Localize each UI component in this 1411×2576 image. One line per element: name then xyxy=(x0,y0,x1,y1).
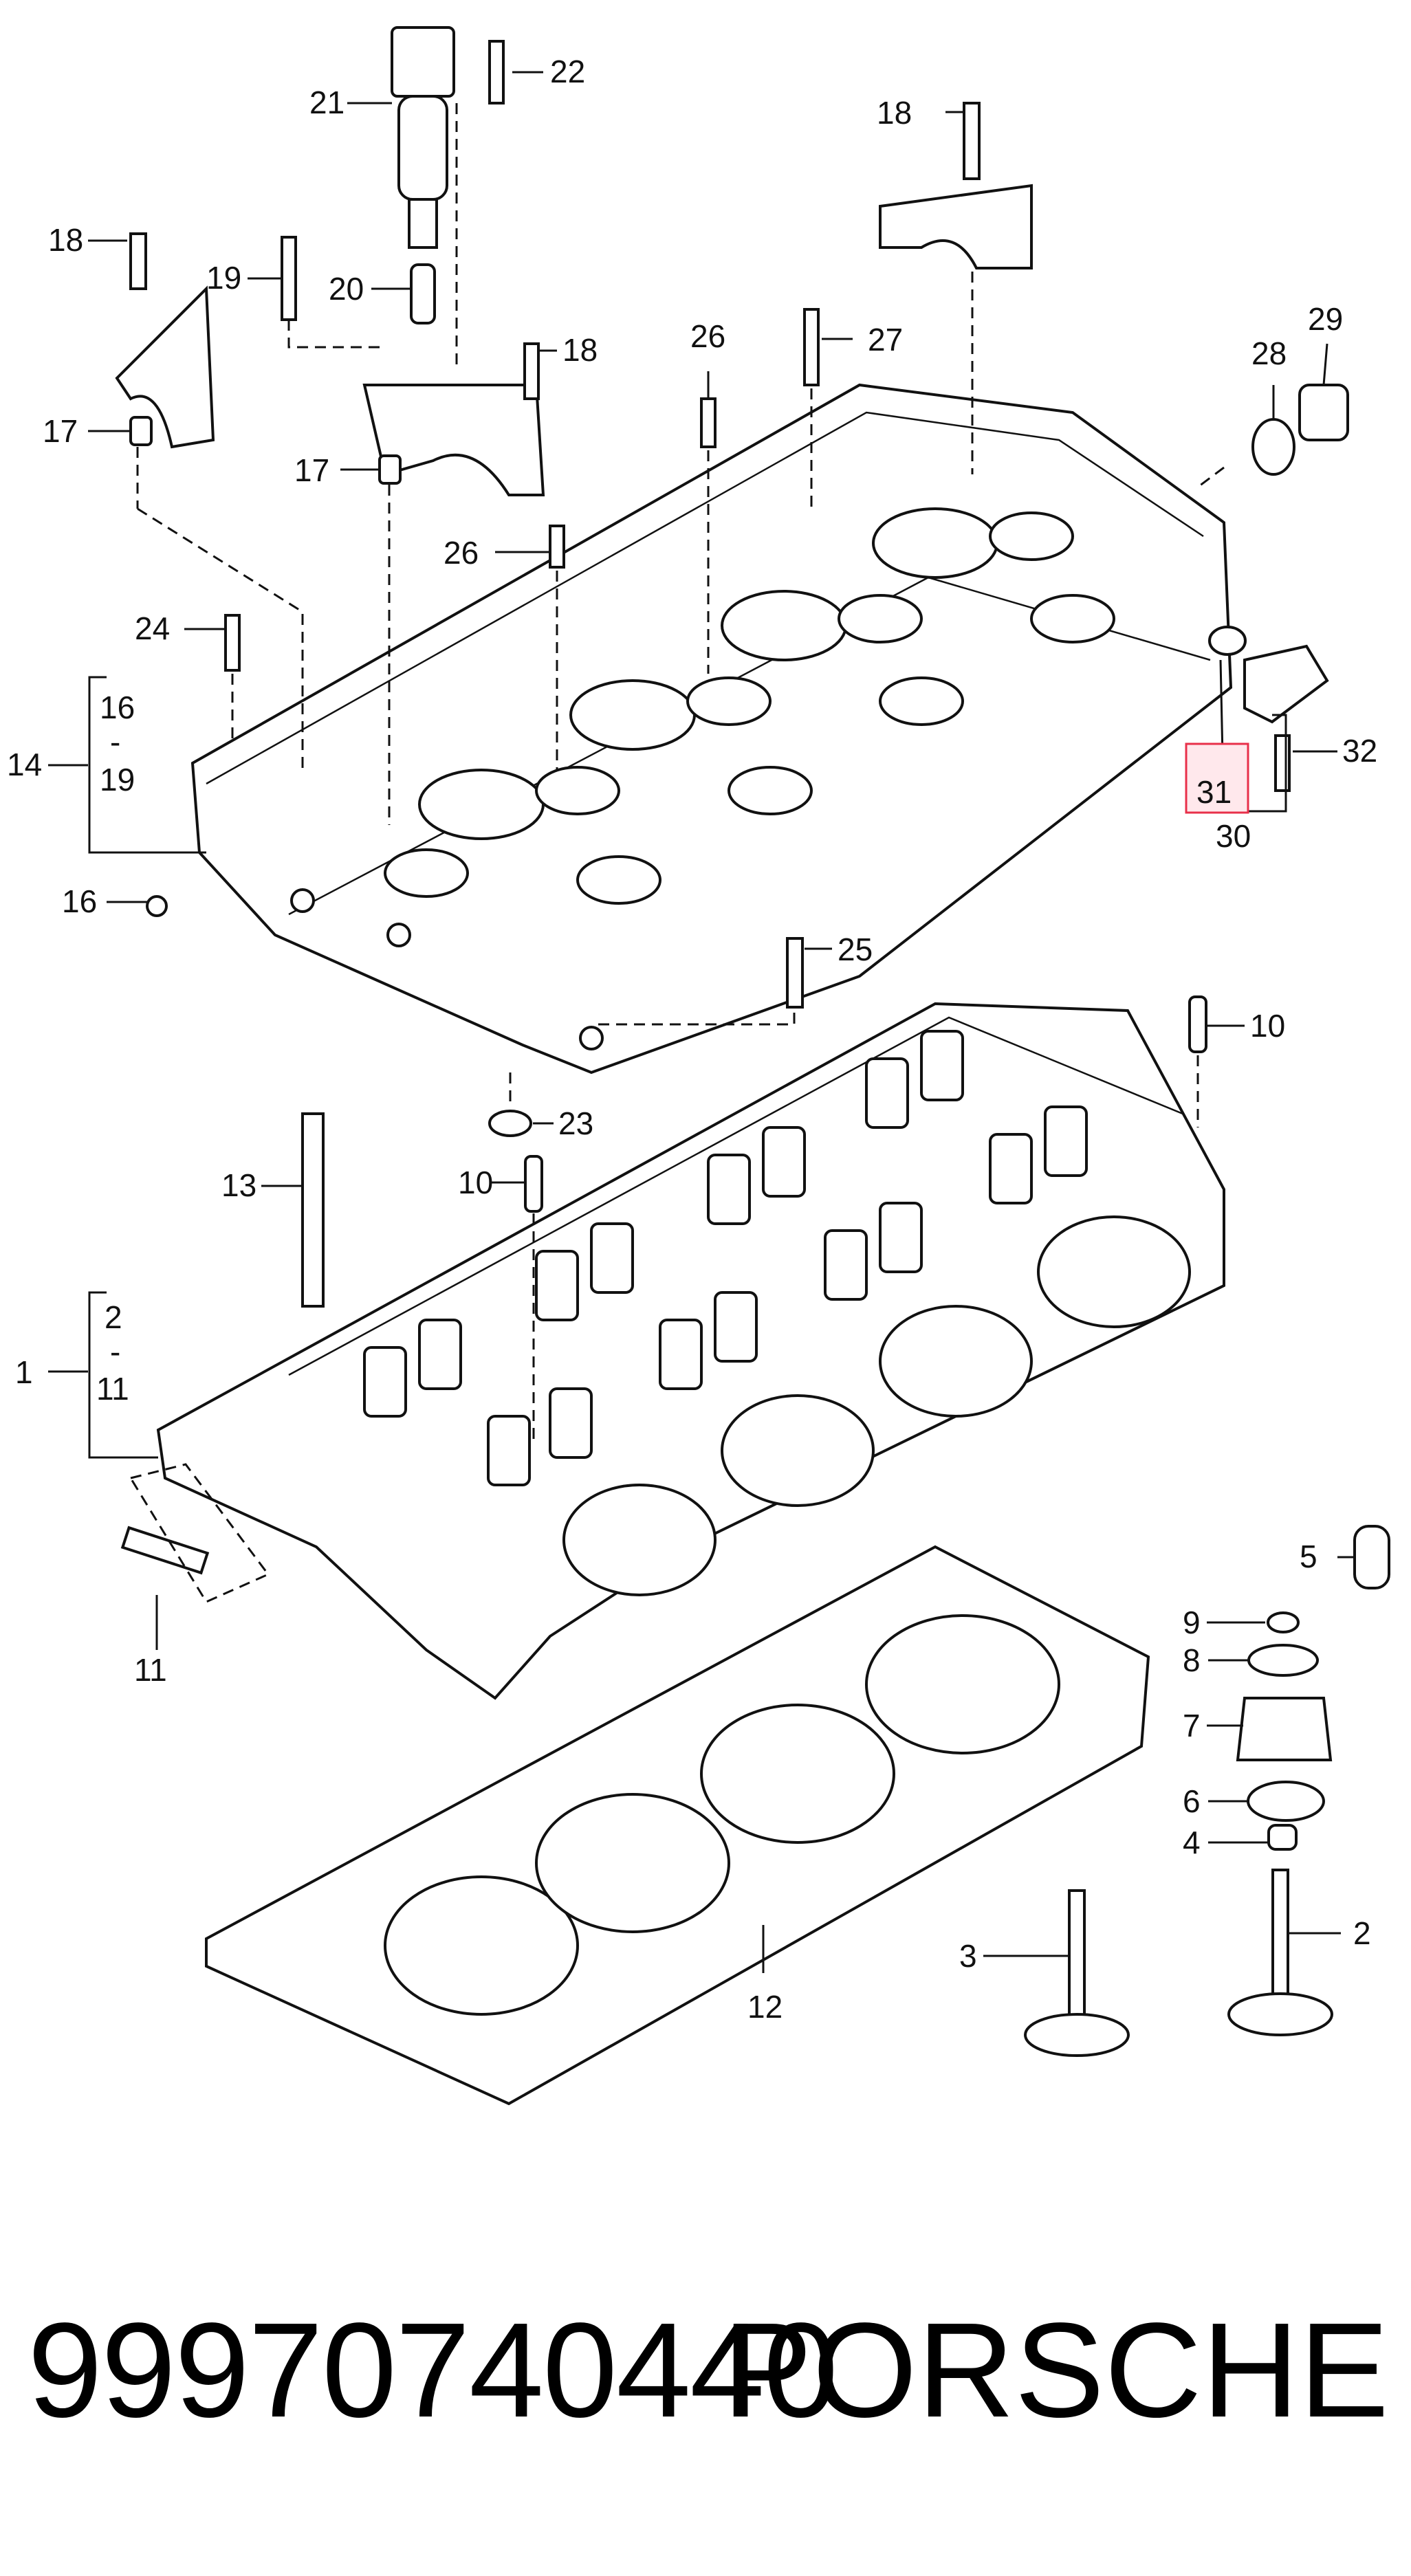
callout-9: 9 xyxy=(1183,1605,1201,1640)
callout-18-top: 18 xyxy=(877,95,912,131)
callout-11-range-end: 11 xyxy=(96,1371,129,1407)
small-parts xyxy=(115,26,1390,2057)
exhaust-ports xyxy=(562,1215,1191,1596)
brand-name: PORSCHE xyxy=(722,2295,1389,2445)
callout-2-range-start: 2 xyxy=(105,1299,122,1335)
callout-13: 13 xyxy=(221,1167,256,1203)
callout-17-mid: 17 xyxy=(294,452,329,488)
callout-19-range-end: 19 xyxy=(100,762,135,797)
callout-2: 2 xyxy=(1353,1915,1371,1951)
callout-1: 1 xyxy=(15,1354,33,1390)
callout-26-mid: 26 xyxy=(444,535,479,571)
callout-18-right: 18 xyxy=(562,332,598,368)
callout-14: 14 xyxy=(7,747,42,782)
callout-32: 32 xyxy=(1342,733,1377,769)
callout-30: 30 xyxy=(1216,818,1251,854)
callout-11: 11 xyxy=(134,1652,167,1688)
camshaft-housing xyxy=(190,383,1233,1075)
callout-24: 24 xyxy=(135,610,170,646)
callout-19: 19 xyxy=(206,260,241,296)
callout-21: 21 xyxy=(309,85,344,120)
callout-8: 8 xyxy=(1183,1642,1201,1678)
callout-22: 22 xyxy=(550,54,585,89)
exploded-parts-diagram: 21 22 18 18 19 20 18 26 27 28 29 17 17 2… xyxy=(7,26,1390,2106)
callout-27: 27 xyxy=(868,322,903,357)
callout-28: 28 xyxy=(1251,335,1287,371)
callout-16-range-start: 16 xyxy=(100,690,135,725)
callout-26-top: 26 xyxy=(690,318,725,354)
callout-29: 29 xyxy=(1308,301,1343,337)
head-gasket xyxy=(205,1545,1150,2106)
valve-springs xyxy=(363,1030,1088,1486)
callout-10-left: 10 xyxy=(458,1165,493,1200)
callout-range-dash-upper: - xyxy=(110,724,120,760)
leader-lines xyxy=(48,71,1355,1973)
callout-16: 16 xyxy=(62,883,97,919)
callout-31: 31 xyxy=(1196,774,1232,810)
callout-5: 5 xyxy=(1300,1539,1317,1574)
callout-18-left: 18 xyxy=(48,222,83,258)
callout-7: 7 xyxy=(1183,1708,1201,1743)
callout-labels: 21 22 18 18 19 20 18 26 27 28 29 17 17 2… xyxy=(7,54,1377,2025)
callout-3: 3 xyxy=(959,1938,977,1974)
callout-20: 20 xyxy=(329,271,364,307)
callout-31-highlight xyxy=(1185,742,1249,814)
callout-4: 4 xyxy=(1183,1825,1201,1860)
callout-23: 23 xyxy=(558,1105,593,1141)
part-number: 99970740440 xyxy=(28,2295,838,2445)
callout-6: 6 xyxy=(1183,1783,1201,1819)
callout-25: 25 xyxy=(838,932,873,967)
part-footer: 99970740440 PORSCHE xyxy=(28,2303,1389,2461)
callout-range-dash-lower: - xyxy=(110,1334,120,1369)
callout-12: 12 xyxy=(747,1989,783,2025)
callout-10-right: 10 xyxy=(1250,1008,1285,1044)
callout-17-left: 17 xyxy=(43,413,78,449)
cam-bearing-seats xyxy=(384,507,1115,905)
cylinder-head xyxy=(156,1002,1225,1700)
